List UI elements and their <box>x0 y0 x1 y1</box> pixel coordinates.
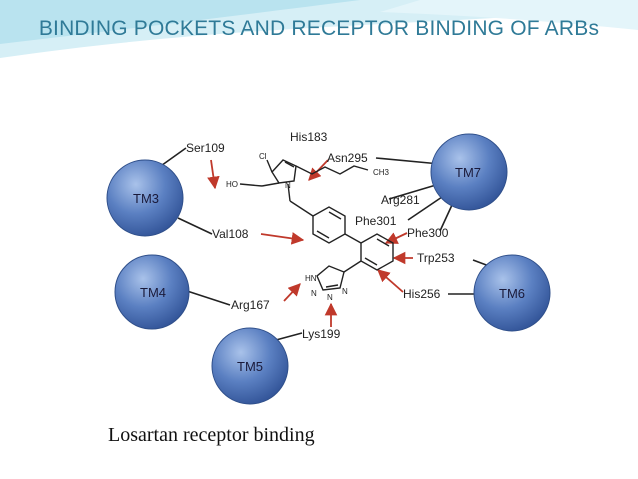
residue-lys199: Lys199 <box>302 327 341 341</box>
residue-his183: His183 <box>290 130 328 144</box>
helix-tm4: TM4 <box>114 254 190 330</box>
residue-trp253: Trp253 <box>417 251 455 265</box>
atom-cl: Cl <box>259 152 267 161</box>
helix-tm3-label: TM3 <box>133 191 159 206</box>
header-swoosh-decoration <box>0 0 638 58</box>
losartan-structure <box>239 159 394 291</box>
residue-asn295: Asn295 <box>327 151 368 165</box>
helix-tm3: TM3 <box>106 159 184 237</box>
atom-ho: HO <box>226 180 238 189</box>
residue-phe301: Phe301 <box>355 214 397 228</box>
helix-tm4-label: TM4 <box>140 285 166 300</box>
residue-ser109: Ser109 <box>186 141 225 155</box>
atom-n4: N <box>342 287 348 296</box>
residue-his256: His256 <box>403 287 441 301</box>
slide-title: BINDING POCKETS AND RECEPTOR BINDING OF … <box>38 17 600 40</box>
helix-tm5-label: TM5 <box>237 359 263 374</box>
helix-tm7-label: TM7 <box>455 165 481 180</box>
residue-arg167: Arg167 <box>231 298 270 312</box>
helix-tm7: TM7 <box>430 133 508 211</box>
figure-caption: Losartan receptor binding <box>108 424 315 446</box>
residue-arg281: Arg281 <box>381 193 420 207</box>
helix-tm5: TM5 <box>211 327 289 405</box>
atom-n3: N <box>327 293 333 302</box>
atom-n: N <box>285 181 291 190</box>
helix-tm6: TM6 <box>473 254 551 332</box>
residue-val108: Val108 <box>212 227 249 241</box>
atom-ch3: CH3 <box>373 168 390 177</box>
atom-n2: N <box>311 289 317 298</box>
helix-tm6-label: TM6 <box>499 286 525 301</box>
residue-phe300: Phe300 <box>407 226 449 240</box>
atom-hn: HN <box>305 274 317 283</box>
